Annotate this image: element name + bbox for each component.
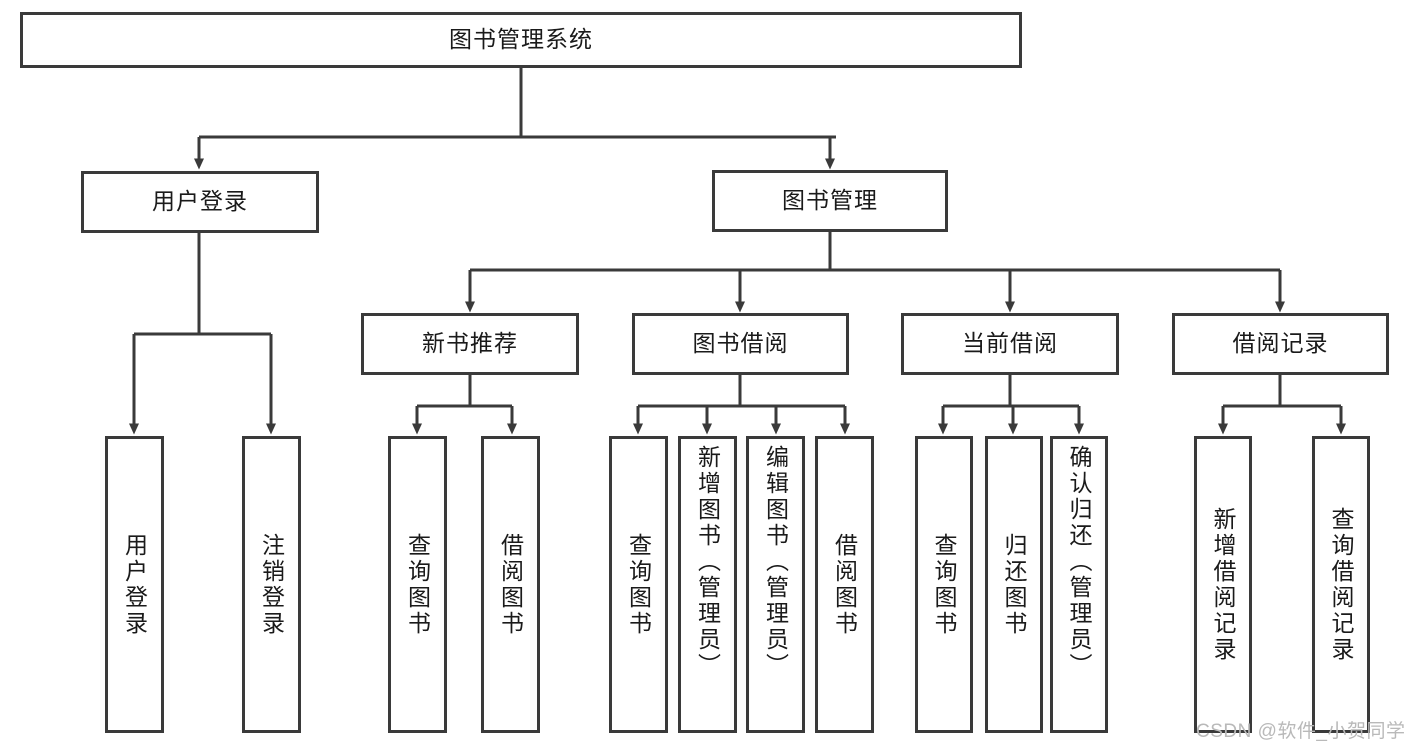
node-leaf-add-record[interactable]: 新增借阅记录 (1194, 436, 1252, 733)
node-borrow-record-label: 借阅记录 (1232, 330, 1329, 357)
node-leaf-logout-label: 注销登录 (258, 532, 285, 637)
node-leaf-borrow-book-2[interactable]: 借阅图书 (815, 436, 874, 733)
node-leaf-edit-book[interactable]: 编辑图书（管理员） (746, 436, 805, 733)
node-new-book-rec[interactable]: 新书推荐 (361, 313, 579, 375)
node-leaf-user-login[interactable]: 用户登录 (105, 436, 164, 733)
node-book-manage-label: 图书管理 (782, 187, 878, 214)
node-leaf-add-record-label: 新增借阅记录 (1210, 506, 1237, 663)
node-leaf-query-record[interactable]: 查询借阅记录 (1312, 436, 1370, 733)
node-user-login[interactable]: 用户登录 (81, 171, 319, 233)
node-leaf-query-book-1[interactable]: 查询图书 (388, 436, 447, 733)
node-leaf-user-login-label: 用户登录 (121, 532, 148, 637)
node-root-label: 图书管理系统 (449, 26, 593, 53)
node-leaf-query-book-1-label: 查询图书 (404, 532, 431, 637)
node-book-manage[interactable]: 图书管理 (712, 170, 948, 232)
node-borrow-record[interactable]: 借阅记录 (1172, 313, 1389, 375)
node-new-book-rec-label: 新书推荐 (422, 330, 518, 357)
node-leaf-confirm-return[interactable]: 确认归还（管理员） (1050, 436, 1108, 733)
node-book-borrow[interactable]: 图书借阅 (632, 313, 849, 375)
node-leaf-return-book-label: 归还图书 (1001, 532, 1028, 637)
node-root[interactable]: 图书管理系统 (20, 12, 1022, 68)
node-leaf-return-book[interactable]: 归还图书 (985, 436, 1043, 733)
node-leaf-borrow-book-1-label: 借阅图书 (497, 532, 524, 637)
node-user-login-label: 用户登录 (152, 188, 248, 215)
node-leaf-query-book-3[interactable]: 查询图书 (915, 436, 973, 733)
node-leaf-query-book-3-label: 查询图书 (931, 532, 958, 637)
csdn-watermark: CSDN @软件_小贺同学 (1196, 721, 1405, 742)
node-leaf-borrow-book-2-label: 借阅图书 (831, 532, 858, 637)
node-leaf-query-book-2[interactable]: 查询图书 (609, 436, 668, 733)
node-leaf-edit-book-label: 编辑图书（管理员） (762, 445, 789, 679)
node-leaf-add-book-label: 新增图书（管理员） (694, 445, 721, 679)
node-book-borrow-label: 图书借阅 (692, 330, 789, 357)
node-leaf-logout[interactable]: 注销登录 (242, 436, 301, 733)
node-current-borrow-label: 当前借阅 (962, 330, 1058, 357)
node-leaf-add-book[interactable]: 新增图书（管理员） (678, 436, 737, 733)
node-leaf-query-record-label: 查询借阅记录 (1328, 506, 1355, 663)
node-current-borrow[interactable]: 当前借阅 (901, 313, 1119, 375)
node-leaf-borrow-book-1[interactable]: 借阅图书 (481, 436, 540, 733)
node-leaf-query-book-2-label: 查询图书 (625, 532, 652, 637)
node-leaf-confirm-return-label: 确认归还（管理员） (1066, 445, 1093, 679)
